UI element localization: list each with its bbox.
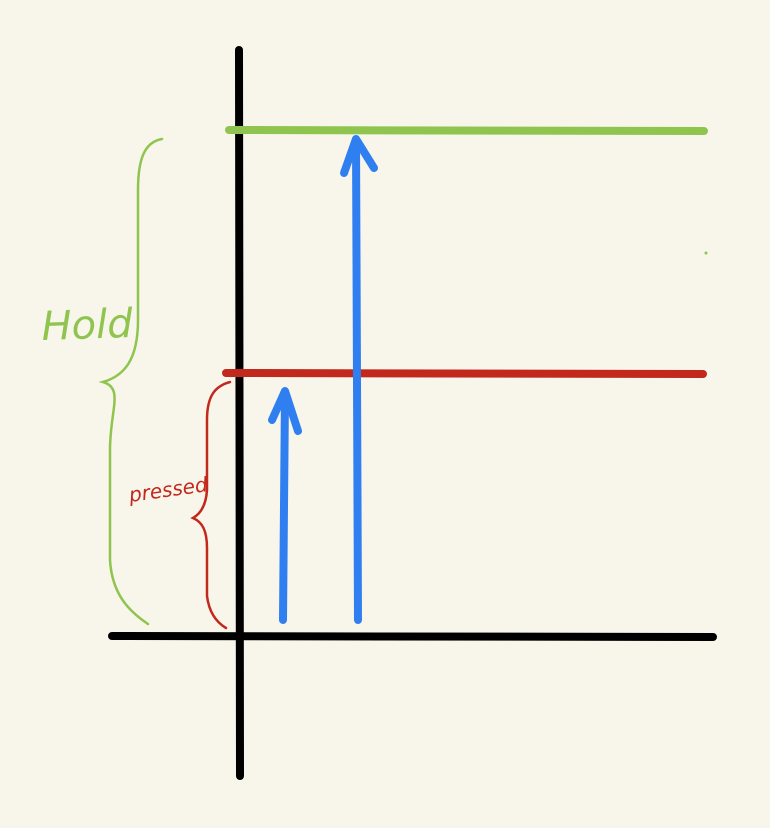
hold-threshold-line [225,126,708,135]
pressed-label: pressed [126,472,209,507]
pressed-arrow [268,387,302,624]
vertical-axis [235,46,244,780]
stray-dot [704,251,708,255]
hold-brace [98,137,164,626]
horizontal-axis [108,632,717,641]
hold-arrow [340,135,378,624]
hold-label: Hold [41,301,134,350]
pressed-threshold-line [222,369,707,378]
pressed-brace [190,380,232,630]
